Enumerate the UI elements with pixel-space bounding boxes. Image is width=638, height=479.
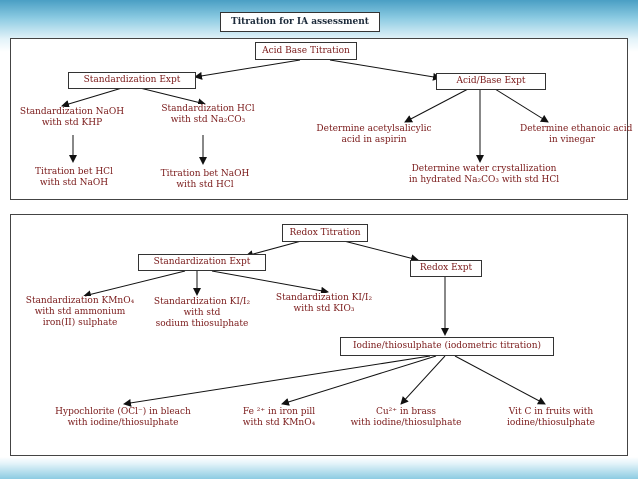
iodometric-box: Iodine/thiosulphate (iodometric titratio… <box>340 337 554 356</box>
redox-standardization-label: Standardization Expt <box>153 257 251 267</box>
water-crystallization-box: Determine water crystallization in hydra… <box>400 164 568 192</box>
page-title-text: Titration for IA assessment <box>231 16 369 27</box>
arrow-iodo-to-bleach <box>123 355 431 407</box>
arrow-iodo-to-brass <box>400 355 446 405</box>
arrow-std-to-hcl <box>139 87 206 107</box>
iron-pill-box: Fe ²⁺ in iron pill with std KMnO₄ <box>228 407 330 433</box>
arrow-redox-to-redoxexpt <box>339 239 419 263</box>
redox-expt: Redox Expt <box>410 260 482 277</box>
brass-line2: with iodine/thiosulphate <box>350 418 462 428</box>
arrow-iodo-to-iron <box>281 355 437 406</box>
vitc-line2: iodine/thiosulphate <box>507 418 595 428</box>
std-ki-thio-box: Standardization KI/I₂ with std sodium th… <box>146 297 258 335</box>
redox-root-label: Redox Titration <box>289 227 361 238</box>
water-line2: in hydrated Na₂CO₃ with std HCl <box>408 175 560 185</box>
redox-standardization-expt: Standardization Expt <box>138 254 266 271</box>
water-line1: Determine water crystallization <box>411 164 557 174</box>
aspirin-line2: acid in aspirin <box>341 135 407 145</box>
brass-line1: Cu²⁺ in brass <box>375 407 437 417</box>
tit-naoh-line1: Titration bet NaOH <box>160 169 250 179</box>
ki-thio-line3: sodium thiosulphate <box>155 319 249 329</box>
vinegar-line1: Determine ethanoic acid <box>520 124 633 134</box>
tit-hcl-line2: with std NaOH <box>39 178 109 188</box>
iron-line1: Fe ²⁺ in iron pill <box>242 407 316 417</box>
arrow-abexpt-to-aspirin <box>404 88 469 123</box>
page-title: Titration for IA assessment <box>220 12 380 32</box>
vinegar-line2: in vinegar <box>548 135 596 145</box>
std-naoh-line2: with std KHP <box>41 118 103 128</box>
arrow-redox-to-std <box>245 239 306 259</box>
brass-box: Cu²⁺ in brass with iodine/thiosulphate <box>340 407 472 433</box>
ab-standardization-expt: Standardization Expt <box>68 72 196 89</box>
footer-gradient <box>0 457 638 479</box>
tit-naoh-line2: with std HCl <box>176 180 234 190</box>
ki-kio3-line2: with std KIO₃ <box>293 304 355 314</box>
ki-kio3-line1: Standardization KI/I₂ <box>275 293 373 303</box>
acid-base-expt-label: Acid/Base Expt <box>456 76 526 86</box>
vitc-box: Vit C in fruits with iodine/thiosulphate <box>494 407 608 433</box>
ki-thio-line1: Standardization KI/I₂ <box>153 297 251 307</box>
vitc-line1: Vit C in fruits with <box>508 407 594 417</box>
iodometric-label: Iodine/thiosulphate (iodometric titratio… <box>352 341 542 351</box>
arrow-abexpt-to-vinegar <box>494 88 549 123</box>
arrow-ab-to-std <box>194 59 301 80</box>
acid-base-root-label: Acid Base Titration <box>262 45 350 56</box>
std-kmno4-box: Standardization KMnO₄ with std ammonium … <box>18 296 142 334</box>
tit-hcl-line1: Titration bet HCl <box>35 167 113 177</box>
arrow-std-to-naoh <box>61 87 123 108</box>
ki-thio-line2: with std <box>183 308 221 318</box>
arrow-std-to-kikio3 <box>211 270 329 295</box>
std-hcl-box: Standardization HCl with std Na₂CO₃ <box>152 104 264 132</box>
kmno4-line1: Standardization KMnO₄ <box>25 296 135 306</box>
std-hcl-line2: with std Na₂CO₃ <box>170 115 246 125</box>
bleach-line2: with iodine/thiosulphate <box>67 418 179 428</box>
ab-standardization-label: Standardization Expt <box>83 75 181 85</box>
kmno4-line2: with std ammonium <box>34 307 126 317</box>
redox-expt-label: Redox Expt <box>419 263 473 273</box>
std-ki-kio3-box: Standardization KI/I₂ with std KIO₃ <box>268 293 380 321</box>
arrow-ab-to-abexpt <box>329 59 441 81</box>
aspirin-box: Determine acetylsalicylic acid in aspiri… <box>308 124 440 150</box>
aspirin-line1: Determine acetylsalicylic <box>316 124 432 134</box>
std-naoh-line1: Standardization NaOH <box>19 107 125 117</box>
bleach-box: Hypochlorite (OCl⁻) in bleach with iodin… <box>44 407 202 433</box>
arrow-std-to-kmno4 <box>83 270 186 299</box>
bleach-line1: Hypochlorite (OCl⁻) in bleach <box>55 407 191 417</box>
std-naoh-box: Standardization NaOH with std KHP <box>16 107 128 133</box>
kmno4-line3: iron(II) sulphate <box>42 318 118 328</box>
iron-line2: with std KMnO₄ <box>242 418 316 428</box>
vinegar-box: Determine ethanoic acid in vinegar <box>520 124 633 150</box>
titration-hcl-box: Titration bet HCl with std NaOH <box>20 167 128 193</box>
titration-naoh-box: Titration bet NaOH with std HCl <box>150 169 260 195</box>
std-hcl-line1: Standardization HCl <box>161 104 255 114</box>
redox-root: Redox Titration <box>282 224 368 242</box>
arrow-iodo-to-vitc <box>454 355 546 405</box>
acid-base-root: Acid Base Titration <box>255 42 357 60</box>
acid-base-expt: Acid/Base Expt <box>436 73 546 90</box>
